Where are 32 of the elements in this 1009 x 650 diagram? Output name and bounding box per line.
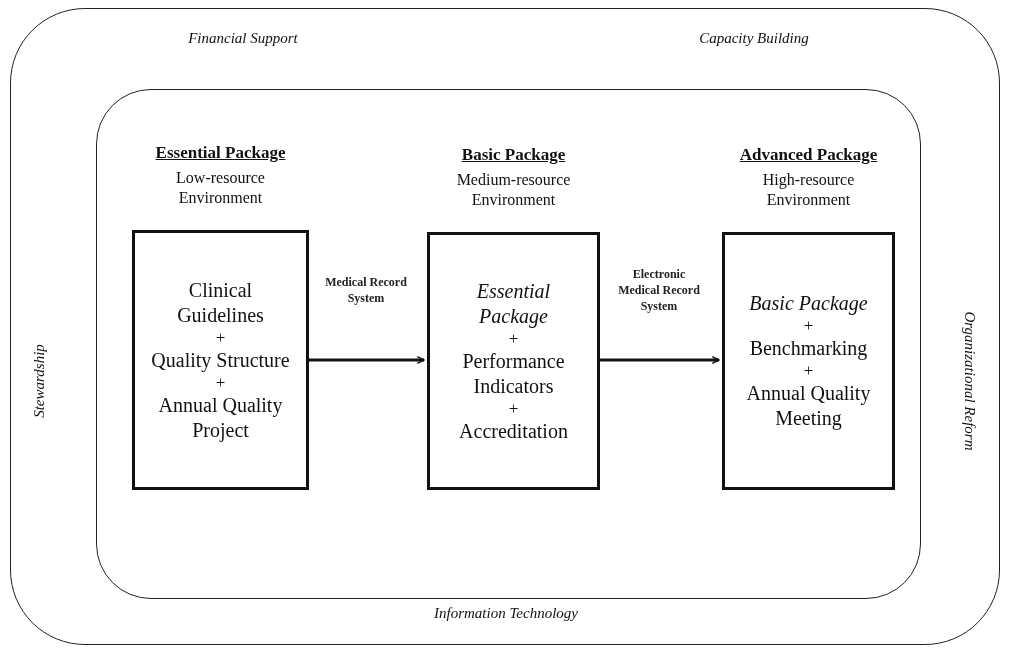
plus-sign: + bbox=[507, 328, 520, 349]
plus-sign: + bbox=[802, 361, 815, 381]
arrow bbox=[599, 355, 720, 365]
component-text: Annual Quality Meeting bbox=[745, 381, 872, 431]
environment-label: High-resource Environment bbox=[761, 170, 856, 210]
band-label: Financial Support bbox=[188, 29, 298, 47]
package-heading: Advanced Package bbox=[739, 145, 878, 165]
package-heading: Basic Package bbox=[461, 145, 566, 165]
component-text: Essential Package bbox=[475, 278, 552, 329]
band-label: Information Technology bbox=[434, 604, 578, 622]
environment-label: Medium-resource Environment bbox=[455, 170, 572, 210]
environment-label: Low-resource Environment bbox=[175, 168, 266, 208]
outer-rounded-band bbox=[10, 8, 1000, 645]
component-text: Quality Structure bbox=[150, 347, 291, 373]
component-text: Accreditation bbox=[458, 418, 569, 444]
band-label: Stewardship bbox=[30, 344, 48, 418]
edge-label: Electronic Medical Record System bbox=[617, 266, 701, 314]
inner-rounded-band bbox=[96, 89, 921, 599]
plus-sign: + bbox=[802, 316, 815, 336]
edge-label: Medical Record System bbox=[324, 274, 408, 306]
component-text: Annual Quality Project bbox=[157, 392, 284, 443]
component-text: Benchmarking bbox=[748, 336, 869, 361]
band-label: Organizational Reform bbox=[960, 311, 978, 451]
package-heading: Essential Package bbox=[155, 143, 286, 163]
arrow bbox=[308, 355, 425, 365]
band-label: Capacity Building bbox=[699, 29, 809, 47]
component-text: Basic Package bbox=[748, 291, 869, 316]
component-text: Clinical Guidelines bbox=[176, 277, 265, 328]
plus-sign: + bbox=[214, 327, 227, 348]
component-text: Performance Indicators bbox=[461, 348, 566, 399]
plus-sign: + bbox=[507, 398, 520, 419]
plus-sign: + bbox=[214, 372, 227, 393]
